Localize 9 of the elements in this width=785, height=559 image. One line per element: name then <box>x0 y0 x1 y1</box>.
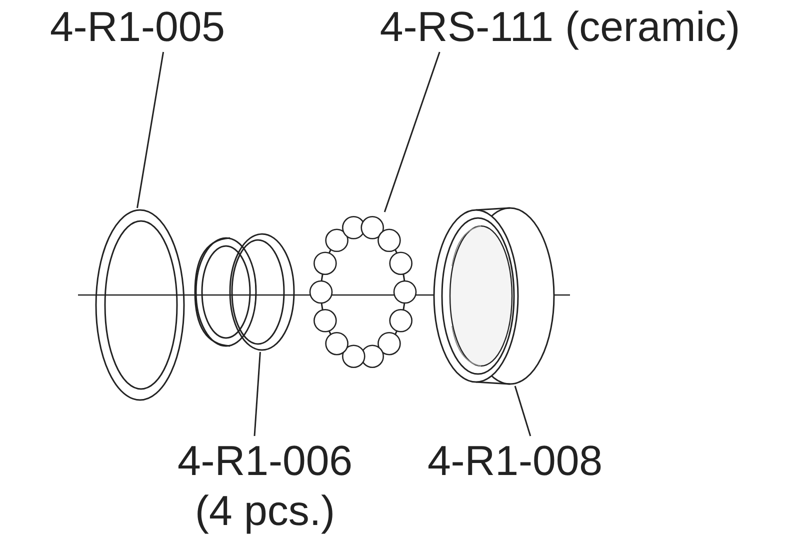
part-number-label: 4-R1-006 (4 pcs.) <box>160 436 370 546</box>
leader-line <box>136 52 164 208</box>
part-number-label: 4-RS-111 (ceramic) <box>345 2 775 52</box>
leader-line <box>254 352 261 436</box>
leader-line <box>514 386 532 436</box>
bearing-part-drawing <box>94 208 186 402</box>
part-number-label: 4-R1-005 <box>30 2 245 52</box>
leader-line <box>384 52 440 212</box>
part-number-label: 4-R1-008 <box>405 436 625 488</box>
